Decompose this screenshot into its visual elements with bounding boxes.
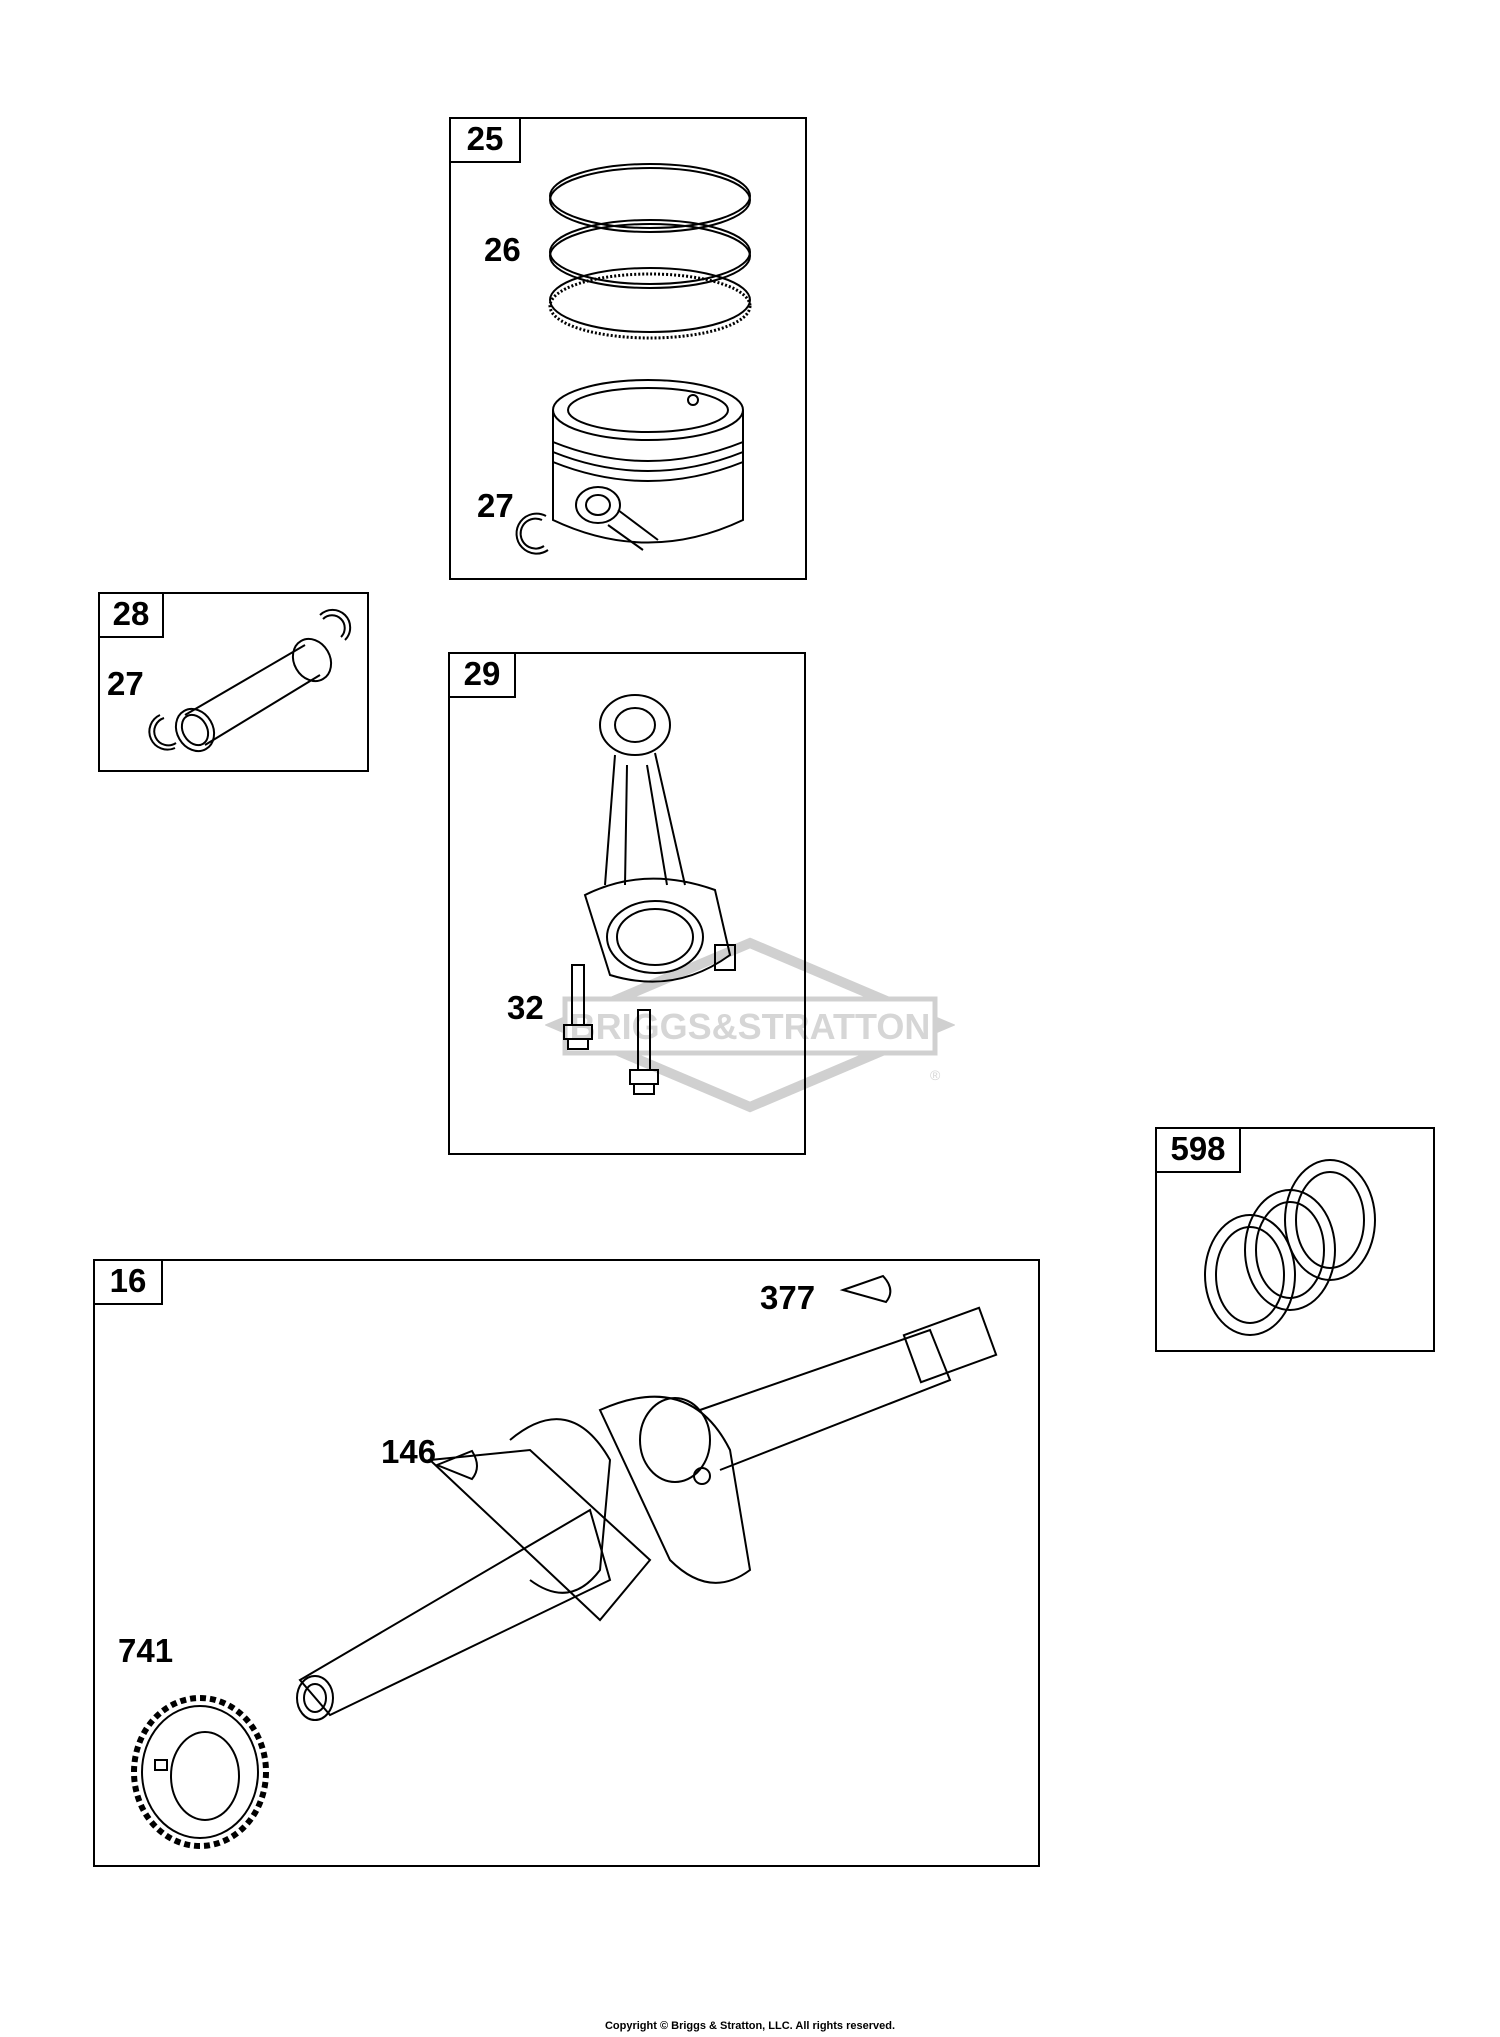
- rod-bolt-illustration: [550, 965, 670, 1145]
- panel-tag: 16: [93, 1259, 163, 1305]
- connecting-rod-illustration: [555, 675, 755, 1035]
- shims-illustration: [1180, 1150, 1410, 1340]
- piston-rings-illustration: [540, 160, 760, 360]
- callout-crank-key-top: 377: [760, 1279, 816, 1316]
- panel-tag: 29: [448, 652, 516, 698]
- callout-piston-rings: 26: [484, 231, 521, 268]
- piston-illustration: [548, 370, 748, 560]
- panel-tag: 25: [449, 117, 521, 163]
- crank-gear-illustration: [125, 1690, 275, 1850]
- crank-key-top-illustration: [838, 1268, 898, 1310]
- panel-shims: 598: [1155, 1127, 1435, 1352]
- panel-piston-pin: 28: [98, 592, 369, 772]
- piston-pin-illustration: [130, 600, 360, 760]
- panel-crankshaft: 16: [93, 1259, 1040, 1867]
- piston-clip-illustration: [508, 508, 558, 558]
- panel-tag: 598: [1155, 1127, 1241, 1173]
- panel-connecting-rod: 29: [448, 652, 806, 1155]
- brand-watermark: BRIGGS&STRATTON ®: [545, 937, 955, 1113]
- panel-piston: 25: [449, 117, 807, 580]
- copyright-notice: Copyright © Briggs & Stratton, LLC. All …: [604, 2020, 896, 2032]
- callout-crank-key-mid: 146: [381, 1433, 437, 1470]
- callout-pin-clip: 27: [107, 665, 144, 702]
- callout-piston-clip: 27: [477, 487, 514, 524]
- watermark-brand: BRIGGS&STRATTON: [570, 1006, 931, 1047]
- watermark-registered: ®: [930, 1067, 941, 1083]
- callout-crank-gear: 741: [118, 1632, 174, 1669]
- crank-key-mid-illustration: [432, 1445, 482, 1485]
- panel-tag: 28: [98, 592, 164, 638]
- callout-rod-bolt: 32: [507, 989, 544, 1026]
- crankshaft-illustration: [270, 1300, 990, 1710]
